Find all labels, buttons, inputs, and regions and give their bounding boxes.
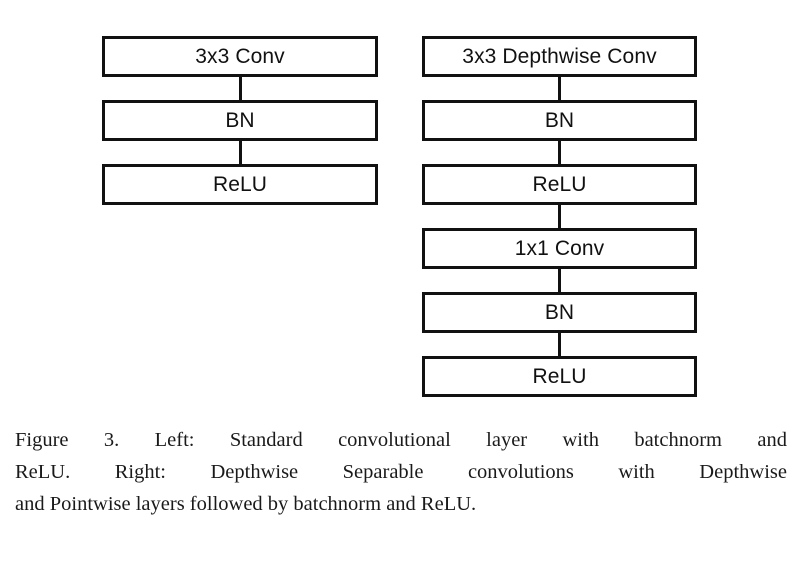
flow-column-depthwise-separable-convolution: 3x3 Depthwise Conv BN ReLU 1x1 Conv BN R… — [422, 36, 697, 397]
flow-node-bn-pointwise: BN — [422, 292, 697, 333]
flow-node-label: ReLU — [212, 173, 268, 196]
flow-connector — [102, 139, 378, 166]
caption-line-3: and Pointwise layers followed by batchno… — [15, 493, 477, 515]
caption-word: Right: — [114, 461, 166, 483]
flow-node-label: 3x3 Depthwise Conv — [462, 45, 657, 68]
flow-node-bn-depthwise: BN — [422, 100, 697, 141]
caption-word: ReLU. — [15, 461, 71, 483]
flow-node-label: BN — [544, 301, 575, 324]
caption-word: 3. — [103, 429, 120, 451]
flow-node-label: 1x1 Conv — [514, 237, 605, 260]
flow-column-standard-convolution: 3x3 Conv BN ReLU — [102, 36, 378, 205]
caption-word: Separable — [342, 461, 424, 483]
caption-word: Depthwise — [210, 461, 299, 483]
flow-node-3x3-conv: 3x3 Conv — [102, 36, 378, 77]
flow-node-3x3-depthwise-conv: 3x3 Depthwise Conv — [422, 36, 697, 77]
caption-word: Figure — [15, 429, 69, 451]
flow-connector — [422, 139, 697, 166]
flow-node-label: ReLU — [532, 365, 587, 388]
caption-word: layer — [486, 429, 528, 451]
caption-word: convolutions — [467, 461, 574, 483]
caption-line-2: ReLU. Right: Depthwise Separable convolu… — [15, 456, 787, 488]
flow-connector — [422, 203, 697, 230]
flow-node-relu-pointwise: ReLU — [422, 356, 697, 397]
caption-line-1: Figure 3. Left: Standard convolutional l… — [15, 424, 787, 456]
flow-node-label: BN — [544, 109, 575, 132]
flow-node-label: ReLU — [532, 173, 587, 196]
caption-word: batchnorm — [634, 429, 722, 451]
figure-caption: Figure 3. Left: Standard convolutional l… — [15, 424, 787, 520]
caption-word: and — [757, 429, 787, 451]
flow-connector — [422, 267, 697, 294]
flow-node-label: BN — [225, 109, 255, 132]
flow-node-label: 3x3 Conv — [195, 45, 285, 68]
caption-word: Depthwise — [699, 461, 787, 483]
flow-node-1x1-conv: 1x1 Conv — [422, 228, 697, 269]
flow-connector — [422, 75, 697, 102]
flow-node-relu: ReLU — [102, 164, 378, 205]
flow-connector — [102, 75, 378, 102]
flow-node-bn: BN — [102, 100, 378, 141]
caption-word: Standard — [229, 429, 303, 451]
flow-connector — [422, 331, 697, 358]
caption-word: with — [618, 461, 655, 483]
caption-word: with — [562, 429, 599, 451]
caption-word: convolutional — [338, 429, 451, 451]
caption-word: Left: — [154, 429, 195, 451]
flow-node-relu-depthwise: ReLU — [422, 164, 697, 205]
